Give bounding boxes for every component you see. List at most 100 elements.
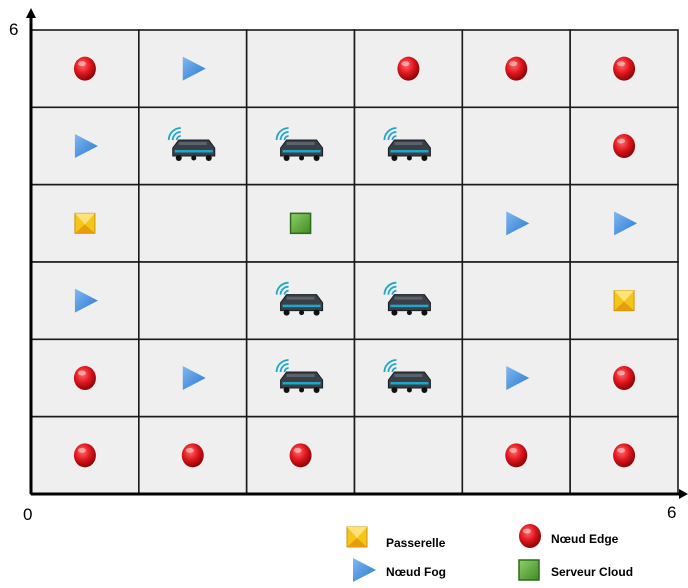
robot-top-plate [286,142,315,145]
robot-wheel [283,155,290,161]
edge-node-highlight [185,447,194,453]
legend-gateway-label: Passerelle [386,536,446,550]
robot-wifi-arc [391,289,397,295]
robot-wheel [299,310,305,316]
robot-wheel [406,310,412,316]
robot-wheel [191,155,197,161]
robot-wheel [391,309,398,316]
y-axis-max-label: 6 [9,20,19,39]
edge-node-highlight [77,370,86,376]
edge-node-highlight [617,447,626,453]
edge-node-icon [73,56,96,81]
robot-icon [383,359,431,393]
robot-light-strip [390,304,429,308]
robot-top-plate [178,142,207,145]
robot-wifi-arc [283,135,289,141]
robot-light-strip [282,150,321,153]
robot-icon [383,127,431,161]
edge-node-highlight [293,447,302,453]
gateway-icon-shade [614,301,635,311]
edge-node-icon [613,56,636,81]
grid-cell [138,261,248,341]
grid-cell [353,415,464,495]
robot-wheel [406,387,412,393]
robot-wifi-arc [387,131,397,141]
robot-wifi-arc [391,367,397,373]
edge-node-highlight [401,61,410,67]
edge-node-icon [613,134,636,158]
grid-cell [353,183,464,263]
robot-wheel [283,387,290,393]
robot-wheel [421,387,428,393]
edge-node-icon [505,56,528,81]
edge-node-icon [73,443,96,468]
robot-top-plate [394,374,423,377]
edge-node-icon [73,366,96,390]
robot-wifi-arc [387,285,397,295]
gateway-icon-shade [347,538,367,547]
gateway-icon-fold [614,290,635,302]
robot-wifi-arc [167,127,181,141]
edge-node-icon [397,56,420,81]
grid-cell [461,261,571,341]
cloud-server-icon [289,212,312,235]
robot-top-plate [394,142,423,145]
fog-node-icon [182,366,206,390]
legend-edge-label: Nœud Edge [551,532,619,546]
grid-cell [245,106,356,186]
edge-node-icon [613,443,636,468]
robot-wifi-arc [275,127,289,141]
robot-top-plate [394,296,423,300]
edge-node-highlight [523,528,531,534]
robot-top-plate [286,374,315,377]
robot-icon [275,359,324,393]
robot-wheel [391,387,398,393]
robot-wifi-arc [275,359,289,373]
robot-wifi-arc [383,359,397,373]
y-axis-arrow [26,8,36,18]
robot-wifi-arc [383,281,397,295]
robot-wifi-arc [283,367,289,373]
x-axis-max-label: 6 [667,503,677,522]
robot-icon [275,281,324,316]
robot-wheel [205,155,212,161]
robot-wheel [313,309,320,316]
robot-light-strip [174,150,213,153]
fog-node-icon [506,211,530,236]
robot-light-strip [282,382,321,385]
robot-wheel [406,155,412,161]
robot-wifi-arc [171,131,181,141]
edge-node-icon [519,524,541,548]
fog-node-icon [74,134,98,158]
robot-icon [383,281,431,316]
fog-node-icon [353,558,376,582]
edge-node-highlight [617,61,626,67]
grid-cell [353,338,464,418]
robot-wheel [175,155,182,161]
gateway-icon-shade [74,224,95,234]
grid-cell [138,183,248,263]
legend-cloud-label: Serveur Cloud [551,565,634,579]
edge-node-highlight [77,447,86,453]
robot-wheel [299,155,305,161]
gateway-icon-fold [74,213,95,225]
edge-node-icon [613,366,636,390]
edge-node-icon [505,443,528,468]
robot-wheel [283,309,290,316]
robot-wifi-arc [279,285,289,295]
robot-wheel [313,155,320,161]
robot-wifi-arc [279,131,289,141]
robot-wifi-arc [387,363,397,373]
grid-cell [245,29,356,109]
grid-cell [569,183,679,263]
robot-light-strip [390,382,429,385]
fog-node-icon [74,288,98,313]
robot-light-strip [390,150,429,153]
grid-cell [461,106,571,186]
cloud-server-icon [518,559,540,581]
edge-node-highlight [509,447,518,453]
robot-wifi-arc [383,127,397,141]
edge-node-icon [289,443,312,468]
robot-wifi-arc [275,281,289,295]
